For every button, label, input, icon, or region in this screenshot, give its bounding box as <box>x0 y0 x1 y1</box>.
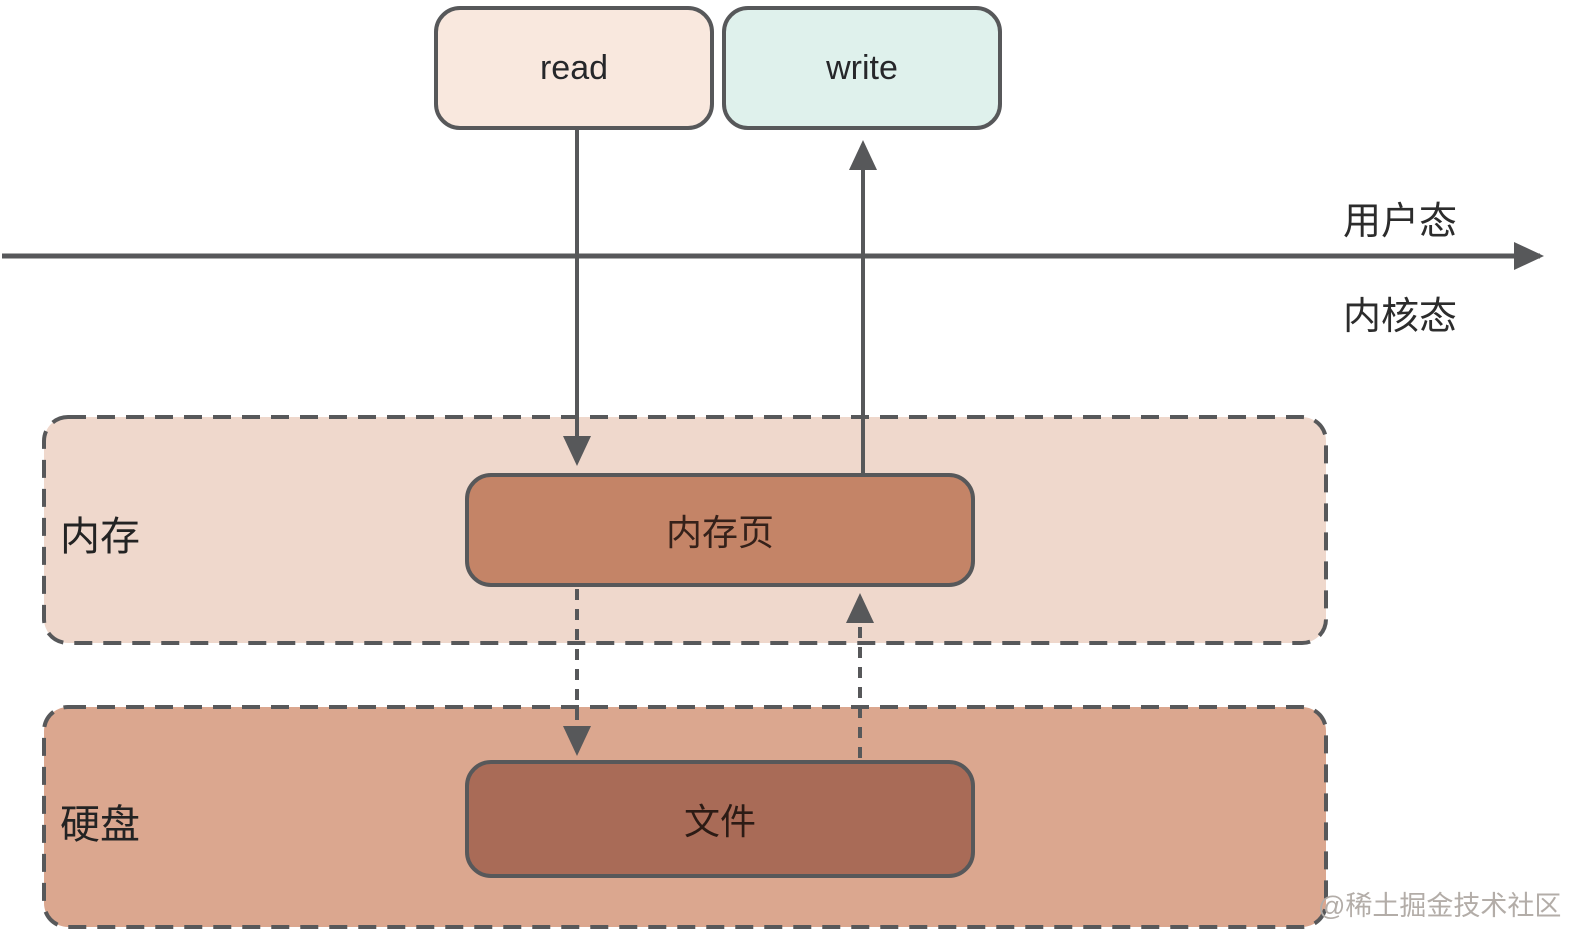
write-syscall-box: write <box>722 6 1002 130</box>
memory-page-label: 内存页 <box>665 512 774 553</box>
memory-page-box: 内存页 <box>465 473 975 587</box>
user-mode-label: 用户态 <box>1342 201 1457 243</box>
read-syscall-box: read <box>434 6 714 130</box>
write-syscall-label: write <box>826 48 898 87</box>
file-box-label: 文件 <box>683 801 756 842</box>
file-box: 文件 <box>465 760 975 878</box>
memory-region-label: 内存 <box>60 515 140 559</box>
watermark-text: @稀土掘金技术社区 <box>1318 891 1562 921</box>
kernel-mode-label: 内核态 <box>1342 296 1457 338</box>
read-syscall-label: read <box>539 48 609 87</box>
disk-region-label: 硬盘 <box>60 803 140 847</box>
